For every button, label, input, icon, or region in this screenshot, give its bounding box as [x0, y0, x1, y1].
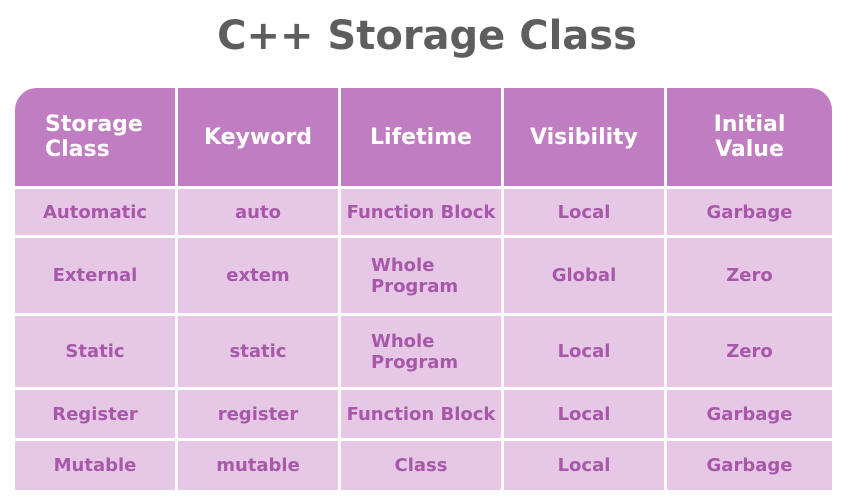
table-cell: Whole Program: [341, 316, 504, 390]
header-lifetime: Lifetime: [341, 88, 504, 189]
header-visibility: Visibility: [504, 88, 667, 189]
cell-text: Garbage: [706, 201, 793, 223]
cell-text: Global: [551, 265, 617, 286]
table-cell: extem: [178, 238, 341, 316]
cell-text: Automatic: [42, 201, 148, 223]
cell-text: Local: [557, 201, 611, 223]
table-cell: register: [178, 390, 341, 441]
table-cell: Whole Program: [341, 238, 504, 316]
table-cell: Zero: [667, 316, 832, 390]
table-cell: Register: [15, 390, 178, 441]
cell-text: Class: [394, 455, 448, 476]
table-cell: Automatic: [15, 189, 178, 238]
table-cell: Local: [504, 441, 667, 493]
cell-text: Static: [65, 341, 125, 362]
table-cell: Garbage: [667, 189, 832, 238]
table-cell: Local: [504, 390, 667, 441]
table-cell: Garbage: [667, 441, 832, 493]
table-cell: Local: [504, 189, 667, 238]
page-title: C++ Storage Class: [217, 13, 637, 59]
header-label: Initial Value: [713, 112, 786, 162]
header-label: Storage Class: [45, 112, 143, 162]
table-cell: static: [178, 316, 341, 390]
cell-text: mutable: [216, 455, 300, 476]
cell-text: Garbage: [706, 403, 793, 425]
table-cell: auto: [178, 189, 341, 238]
header-storage-class: Storage Class: [15, 88, 178, 189]
cell-text: static: [229, 341, 287, 362]
header-initial-value: Initial Value: [667, 88, 832, 189]
cell-text: Garbage: [706, 455, 793, 476]
cell-text: Whole Program: [371, 254, 459, 297]
cell-text: External: [52, 265, 138, 286]
storage-class-table: Storage Class Keyword Lifetime Visibilit…: [15, 88, 832, 493]
cell-text: Local: [557, 341, 611, 362]
table-cell: Function Block: [341, 390, 504, 441]
cell-text: Local: [557, 403, 611, 425]
table-cell: External: [15, 238, 178, 316]
table-cell: Local: [504, 316, 667, 390]
table-cell: Class: [341, 441, 504, 493]
header-keyword: Keyword: [178, 88, 341, 189]
cell-text: auto: [235, 201, 281, 223]
cell-text: Zero: [726, 265, 773, 286]
table-cell: Mutable: [15, 441, 178, 493]
cell-text: Function Block: [346, 403, 496, 425]
table-cell: Garbage: [667, 390, 832, 441]
table-cell: Static: [15, 316, 178, 390]
table-cell: mutable: [178, 441, 341, 493]
table-cell: Global: [504, 238, 667, 316]
cell-text: Zero: [726, 341, 773, 362]
header-label: Keyword: [204, 124, 312, 150]
cell-text: Local: [557, 455, 611, 476]
cell-text: Function Block: [346, 201, 496, 223]
cell-text: Whole Program: [371, 330, 459, 373]
cell-text: register: [217, 403, 299, 425]
table-cell: Function Block: [341, 189, 504, 238]
cell-text: extem: [226, 265, 290, 286]
header-label: Visibility: [529, 124, 639, 150]
cell-text: Mutable: [53, 455, 137, 476]
header-label: Lifetime: [370, 124, 472, 150]
cell-text: Register: [52, 403, 138, 425]
table-cell: Zero: [667, 238, 832, 316]
